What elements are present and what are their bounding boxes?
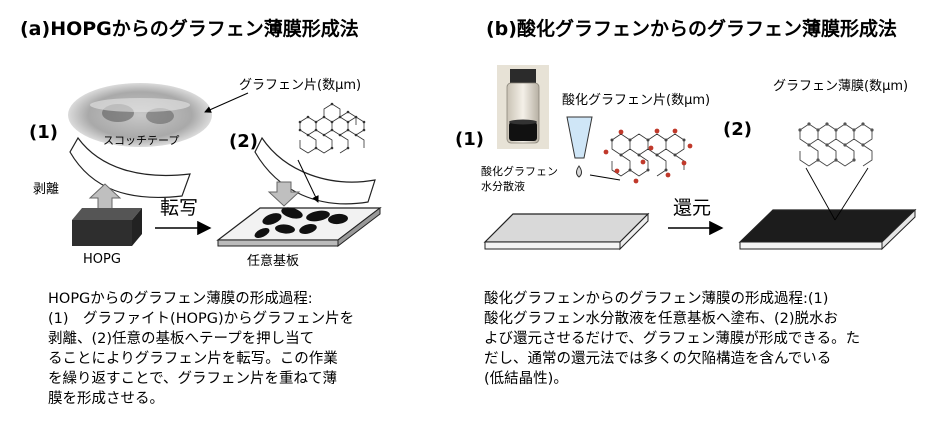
hopg-block: [72, 208, 142, 246]
dispersion-vial-photo: [497, 65, 549, 149]
flake-leader-line-1: [204, 92, 249, 113]
dispersion-label-line-2: 水分散液: [481, 180, 525, 193]
substrate-a: [216, 206, 382, 248]
pressing-tape: [254, 136, 376, 205]
transfer-label: 転写: [160, 197, 199, 219]
graphene-flake-lattice: [299, 103, 365, 154]
flake-label: グラフェン片(数μm): [239, 78, 362, 93]
reduced-graphene-lattice: [799, 123, 873, 167]
go-flake-label: 酸化グラフェン片(数μm): [562, 93, 711, 108]
film-label: グラフェン薄膜(数μm): [773, 79, 909, 94]
dispersion-leader-line: [589, 174, 621, 181]
panel-b-title: (b)酸化グラフェンからのグラフェン薄膜形成法: [486, 18, 897, 40]
panel-b-description: 酸化グラフェンからのグラフェン薄膜の形成過程:(1) 酸化グラフェン水分散液を任…: [484, 291, 861, 387]
reduction-label: 還元: [673, 197, 712, 219]
press-arrow-icon: [267, 181, 301, 207]
panel-a-description: HOPGからのグラフェン薄膜の形成過程: (1) グラファイト(HOPG)からグ…: [48, 291, 355, 407]
zoom-line-left: [805, 167, 836, 221]
peel-arrow-icon: [88, 183, 122, 210]
flake-leader-line-2: [297, 159, 319, 203]
panel-a-title: (a)HOPGからのグラフェン薄膜形成法: [20, 18, 359, 40]
go-flake-lattice: [611, 133, 685, 177]
peeled-tape: [69, 136, 191, 199]
substrate-label: 任意基板: [247, 254, 300, 269]
panel-b-step-2: (2): [723, 119, 752, 140]
scotch-tape-photo: [68, 83, 212, 147]
pipette: [566, 116, 593, 178]
panel-a-step-2: (2): [229, 131, 258, 152]
substrate-b-graphene-film: [738, 208, 917, 251]
zoom-line-right: [834, 167, 869, 221]
tape-label: スコッチテープ: [103, 134, 180, 147]
dispersion-label-line-1: 酸化グラフェン: [481, 165, 558, 178]
peel-label: 剥離: [33, 182, 60, 197]
hopg-label: HOPG: [83, 252, 121, 267]
panel-b-step-1: (1): [455, 129, 484, 150]
panel-a-step-1: (1): [29, 122, 58, 143]
substrate-b-uncoated: [483, 212, 650, 251]
